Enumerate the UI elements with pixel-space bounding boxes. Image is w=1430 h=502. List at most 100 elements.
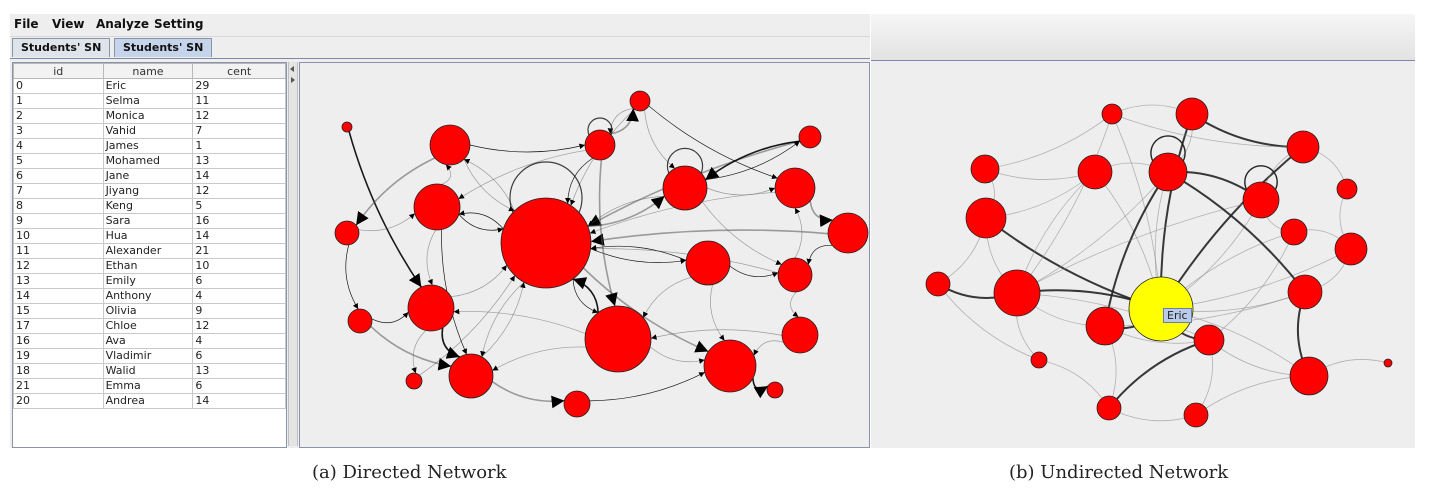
graph-node[interactable] — [448, 353, 494, 399]
graph-node[interactable] — [965, 197, 1007, 239]
graph-node[interactable] — [1242, 181, 1280, 219]
graph-node[interactable] — [1383, 358, 1393, 368]
graph-node[interactable] — [413, 183, 461, 231]
graph-node[interactable] — [1096, 395, 1122, 421]
graph-node[interactable] — [1334, 232, 1368, 266]
cell-cent: 4 — [192, 288, 286, 304]
menu-setting[interactable]: Setting — [154, 17, 204, 31]
graph-node[interactable] — [970, 154, 1000, 184]
cell-name: Mohamed — [102, 153, 194, 169]
cell-name: Monica — [102, 108, 194, 124]
graph-node[interactable] — [777, 257, 813, 293]
graph-edge — [358, 213, 416, 231]
collapse-left-arrow-icon[interactable] — [290, 66, 294, 72]
graph-node[interactable] — [1287, 274, 1323, 310]
cell-cent: 6 — [192, 378, 286, 394]
cell-id: 8 — [13, 198, 104, 214]
expand-right-arrow-icon[interactable] — [291, 77, 295, 83]
cell-id: 21 — [13, 378, 104, 394]
graph-node[interactable] — [774, 167, 816, 209]
menu-analyze[interactable]: Analyze — [96, 17, 149, 31]
graph-node[interactable] — [1336, 178, 1358, 200]
column-header-name[interactable]: name — [102, 63, 194, 79]
graph-node[interactable] — [766, 381, 784, 399]
graph-node[interactable] — [563, 390, 591, 418]
directed-graph-svg[interactable] — [300, 63, 869, 447]
graph-edge — [480, 281, 525, 357]
graph-node[interactable] — [1101, 103, 1123, 125]
graph-node[interactable] — [1030, 351, 1048, 369]
graph-node[interactable] — [685, 240, 731, 286]
graph-node[interactable] — [1085, 306, 1125, 346]
cell-name: Selma — [102, 93, 194, 109]
graph-node[interactable] — [993, 269, 1041, 317]
graph-node[interactable] — [827, 212, 869, 254]
graph-node[interactable] — [405, 372, 423, 390]
graph-node[interactable] — [703, 339, 757, 393]
graph-node[interactable] — [1183, 402, 1209, 428]
graph-node-highlighted[interactable] — [1128, 276, 1194, 342]
graph-node[interactable] — [1193, 324, 1225, 356]
graph-node[interactable] — [662, 165, 708, 211]
menu-view[interactable]: View — [52, 17, 85, 31]
graph-node[interactable] — [407, 284, 455, 332]
graph-node[interactable] — [1280, 218, 1308, 246]
tab-students-sn-1[interactable]: Students' SN — [12, 38, 111, 57]
graph-node[interactable] — [341, 121, 353, 133]
graph-node[interactable] — [1077, 154, 1113, 190]
graph-node[interactable] — [1148, 152, 1188, 192]
graph-node[interactable] — [1289, 356, 1329, 396]
graph-edge — [794, 207, 803, 259]
cell-name: Vladimir — [102, 348, 194, 364]
graph-node[interactable] — [798, 125, 822, 149]
column-header-id[interactable]: id — [13, 63, 104, 79]
graph-node[interactable] — [347, 308, 373, 334]
graph-edge — [753, 340, 784, 356]
graph-edge — [1016, 199, 1262, 294]
graph-node[interactable] — [500, 197, 592, 289]
graph-edge — [370, 325, 452, 371]
graph-node[interactable] — [629, 90, 651, 112]
graph-node[interactable] — [334, 220, 360, 246]
graph-node[interactable] — [925, 271, 951, 297]
graph-edge — [1167, 171, 1306, 293]
graph-node[interactable] — [1286, 130, 1320, 164]
tab-students-sn-2[interactable]: Students' SN — [114, 38, 213, 57]
graph-node[interactable] — [1175, 97, 1209, 131]
split-pane-divider[interactable] — [288, 62, 298, 446]
graph-node[interactable] — [781, 316, 819, 354]
directed-graph-canvas[interactable] — [299, 62, 870, 448]
graph-node[interactable] — [584, 305, 652, 373]
cell-name: Walid — [102, 363, 194, 379]
undirected-graph-canvas[interactable]: Eric — [871, 63, 1415, 448]
column-header-cent[interactable]: cent — [192, 63, 286, 79]
cell-cent: 29 — [192, 78, 286, 94]
undirected-graph-svg[interactable] — [871, 63, 1415, 448]
menu-file[interactable]: File — [14, 17, 39, 31]
graph-node[interactable] — [584, 129, 616, 161]
graph-node[interactable] — [429, 124, 471, 166]
